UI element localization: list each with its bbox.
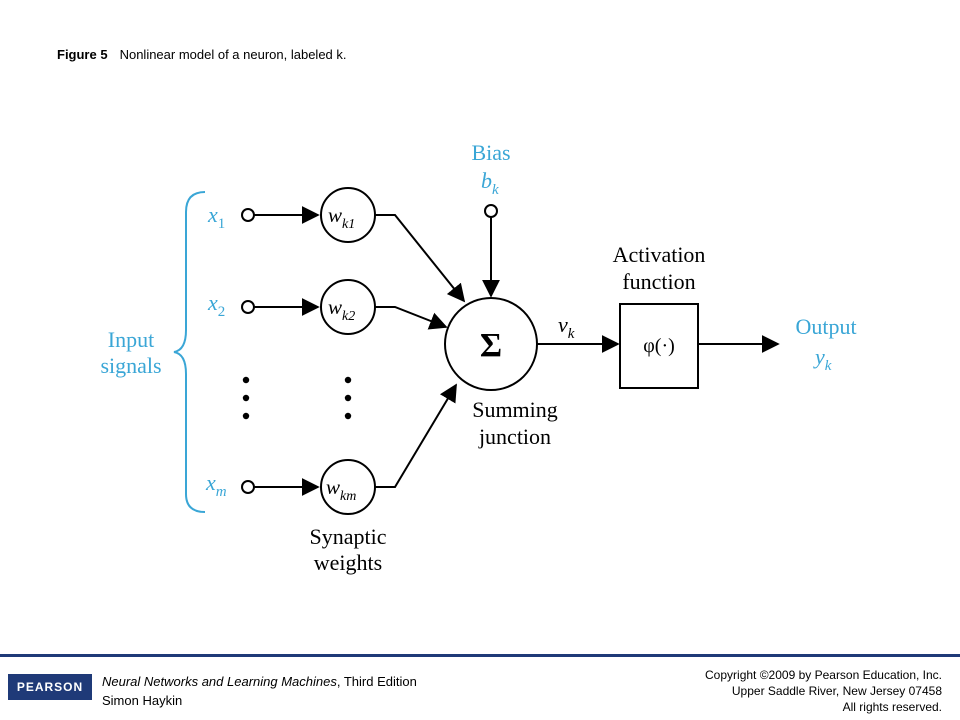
weight-arrow-k2: [375, 306, 448, 330]
copyright-block: Copyright ©2009 by Pearson Education, In…: [705, 667, 942, 715]
copyright-line-3: All rights reserved.: [842, 700, 942, 714]
figure-label: Figure 5: [57, 47, 108, 62]
synaptic-weights-label-2: weights: [314, 550, 382, 575]
input-node-m: [241, 480, 255, 494]
input-xm-label: xm: [205, 470, 227, 500]
input-signals-label-1: Input: [108, 327, 154, 352]
bias-node: [484, 204, 498, 218]
activation-title-2: function: [622, 269, 695, 294]
copyright-line-1: Copyright ©2009 by Pearson Education, In…: [705, 668, 942, 682]
weight-arrow-k1: [375, 214, 466, 303]
input-x2-label: x2: [207, 290, 225, 320]
weight-k2-label: wk2: [328, 295, 355, 324]
book-info: Neural Networks and Learning Machines, T…: [102, 672, 417, 710]
book-edition: , Third Edition: [336, 674, 417, 689]
summing-junction-label-2: junction: [478, 424, 551, 449]
input-node-2: [241, 300, 255, 314]
activation-title-1: Activation: [613, 242, 706, 267]
footer-rule: [0, 654, 960, 657]
book-author: Simon Haykin: [102, 693, 183, 708]
ellipsis-weights: [344, 376, 352, 420]
weight-k1-label: wk1: [328, 203, 355, 232]
output-symbol: yk: [813, 344, 832, 374]
output-title: Output: [795, 314, 856, 339]
input-x1-label: x1: [207, 202, 225, 232]
input-signals-label-2: signals: [100, 353, 161, 378]
pearson-logo: PEARSON: [8, 674, 92, 700]
figure-caption-text: Nonlinear model of a neuron, labeled k.: [119, 47, 347, 62]
bias-symbol: bk: [481, 168, 499, 198]
figure-caption: Figure 5 Nonlinear model of a neuron, lab…: [57, 47, 347, 62]
activation-function-symbol: φ(·): [643, 335, 675, 357]
summing-junction-label-1: Summing: [472, 397, 558, 422]
summing-symbol: Σ: [480, 327, 502, 364]
book-title-line: Neural Networks and Learning Machines, T…: [102, 672, 417, 691]
ellipsis-inputs: [242, 376, 250, 420]
book-title: Neural Networks and Learning Machines: [102, 674, 337, 689]
induced-field-label: vk: [558, 312, 575, 342]
input-node-1: [241, 208, 255, 222]
input-brace: [173, 191, 206, 513]
activation-function-box: [619, 303, 699, 389]
bias-title: Bias: [471, 140, 510, 165]
synaptic-weights-label-1: Synaptic: [310, 524, 387, 549]
weight-km-label: wkm: [326, 475, 356, 504]
weight-arrow-km: [375, 383, 457, 488]
copyright-line-2: Upper Saddle River, New Jersey 07458: [731, 684, 942, 698]
